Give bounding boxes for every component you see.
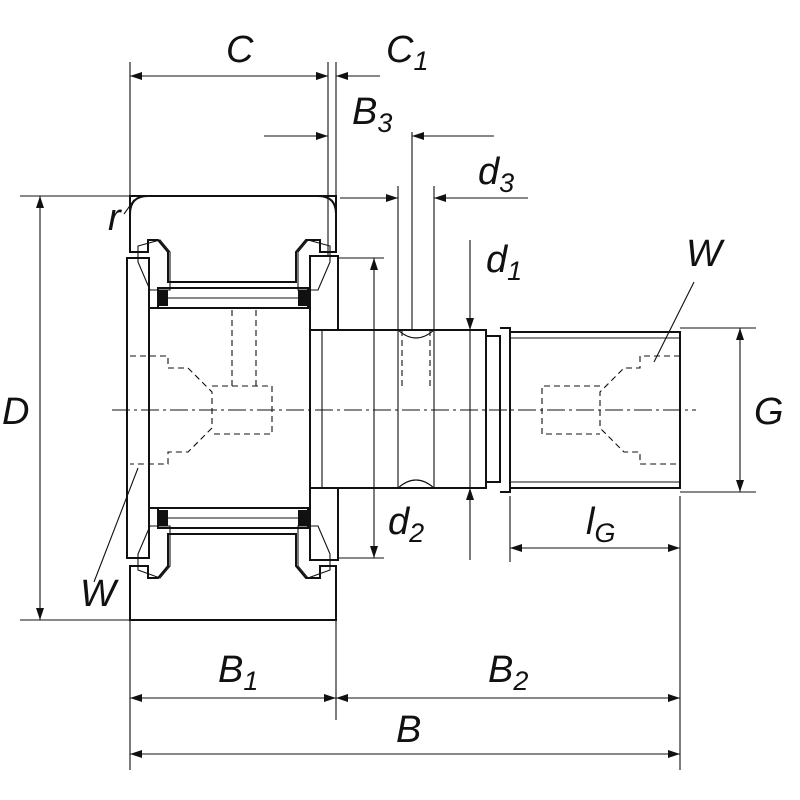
label-B1: B1: [218, 649, 258, 696]
label-d2: d2: [388, 501, 424, 548]
label-d1: d1: [486, 239, 522, 286]
label-r: r: [108, 197, 122, 239]
label-lG: lG: [586, 501, 615, 548]
label-W-bottom: W: [80, 573, 119, 615]
label-G: G: [754, 391, 784, 433]
label-B: B: [396, 709, 421, 751]
label-C: C: [226, 29, 254, 71]
outer-ring: [129, 195, 337, 621]
dimension-labels: C C1 B3 d3 d1 W r D G d2 lG W B1 B2 B: [2, 29, 784, 751]
label-B3: B3: [352, 91, 392, 138]
stud-shaft: [312, 329, 501, 489]
hidden-bore-lines: [130, 310, 680, 465]
needle-rollers: [157, 287, 309, 529]
label-d3: d3: [478, 151, 514, 198]
label-W-top: W: [686, 233, 725, 275]
dimension-lines: [20, 62, 756, 770]
label-C1: C1: [386, 29, 428, 76]
stud-head: [126, 257, 311, 559]
label-B2: B2: [488, 649, 528, 696]
thrust-washer: [309, 255, 339, 561]
label-D: D: [2, 391, 29, 433]
